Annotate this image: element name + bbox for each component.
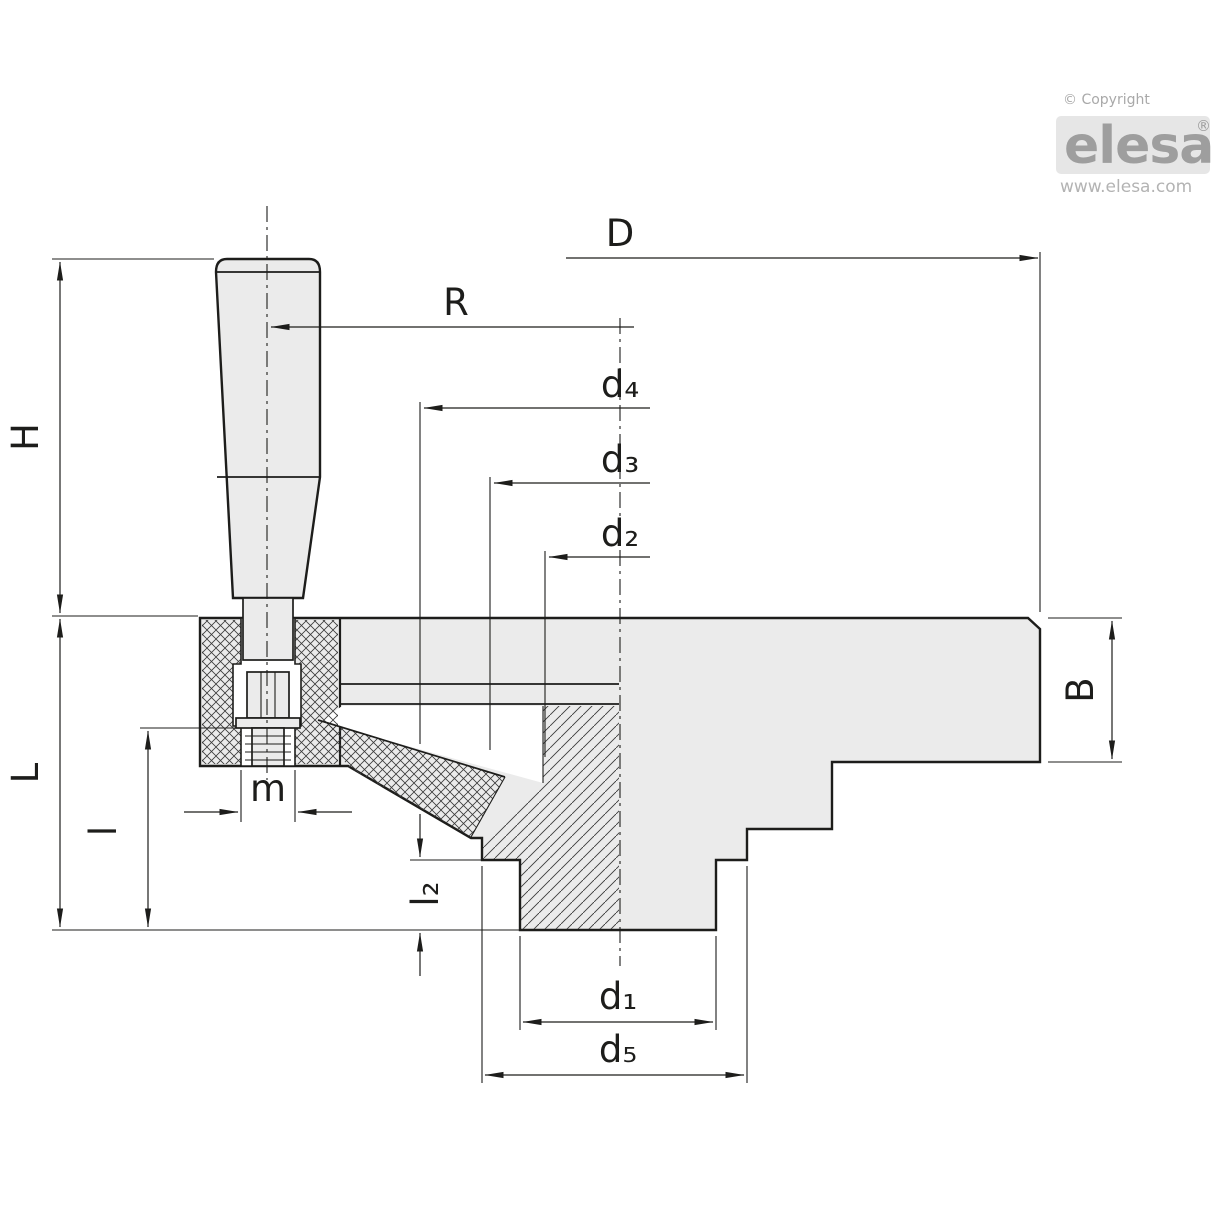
dim-label-R: R — [443, 281, 469, 324]
dimension-R: R — [270, 281, 634, 331]
dimension-d3: d₃ — [489, 438, 650, 750]
spoke-right-edge — [470, 776, 506, 838]
dim-label-d4: d₄ — [601, 363, 639, 406]
dim-label-L: L — [4, 762, 47, 783]
center-hub-section — [483, 706, 619, 929]
dimension-d4: d₄ — [419, 363, 650, 744]
dimension-d5: d₅ — [481, 866, 748, 1083]
dimension-l: l — [82, 727, 238, 928]
dim-label-d3: d₃ — [601, 438, 639, 481]
brand-block: © Copyright elesa ® www.elesa.com — [1056, 92, 1214, 197]
dimension-d1: d₁ — [519, 936, 717, 1030]
dimension-D: D — [566, 212, 1041, 612]
web-pocket — [320, 706, 543, 783]
website-text: www.elesa.com — [1060, 177, 1192, 197]
thread-lines — [245, 735, 291, 761]
dim-label-d5: d₅ — [599, 1028, 637, 1071]
screw-head — [246, 671, 290, 719]
copyright-text: © Copyright — [1063, 92, 1150, 108]
washer — [235, 717, 301, 729]
spoke-top-edge — [317, 719, 506, 778]
elesa-logo: elesa — [1064, 116, 1213, 176]
dimension-L: L — [4, 618, 520, 931]
dim-label-m: m — [250, 767, 286, 810]
registered-mark: ® — [1196, 117, 1211, 135]
dim-label-l: l — [82, 826, 125, 836]
dim-label-H: H — [4, 423, 47, 451]
spoke-section — [317, 719, 506, 838]
dimension-H: H — [4, 258, 214, 617]
dim-label-d1: d₁ — [599, 975, 637, 1018]
dim-label-l2: l₂ — [404, 881, 447, 906]
dimension-l2: l₂ — [404, 814, 486, 976]
screw-assembly — [235, 671, 301, 767]
dimension-m: m — [184, 767, 352, 822]
dimension-d2: d₂ — [544, 512, 650, 757]
dim-label-B: B — [1059, 677, 1102, 702]
dimension-B: B — [1048, 617, 1122, 763]
revolving-handle — [214, 257, 322, 600]
dim-label-d2: d₂ — [601, 512, 639, 555]
dim-label-D: D — [606, 212, 635, 255]
logo-plaque — [1056, 116, 1210, 174]
handle-stud — [242, 597, 294, 661]
